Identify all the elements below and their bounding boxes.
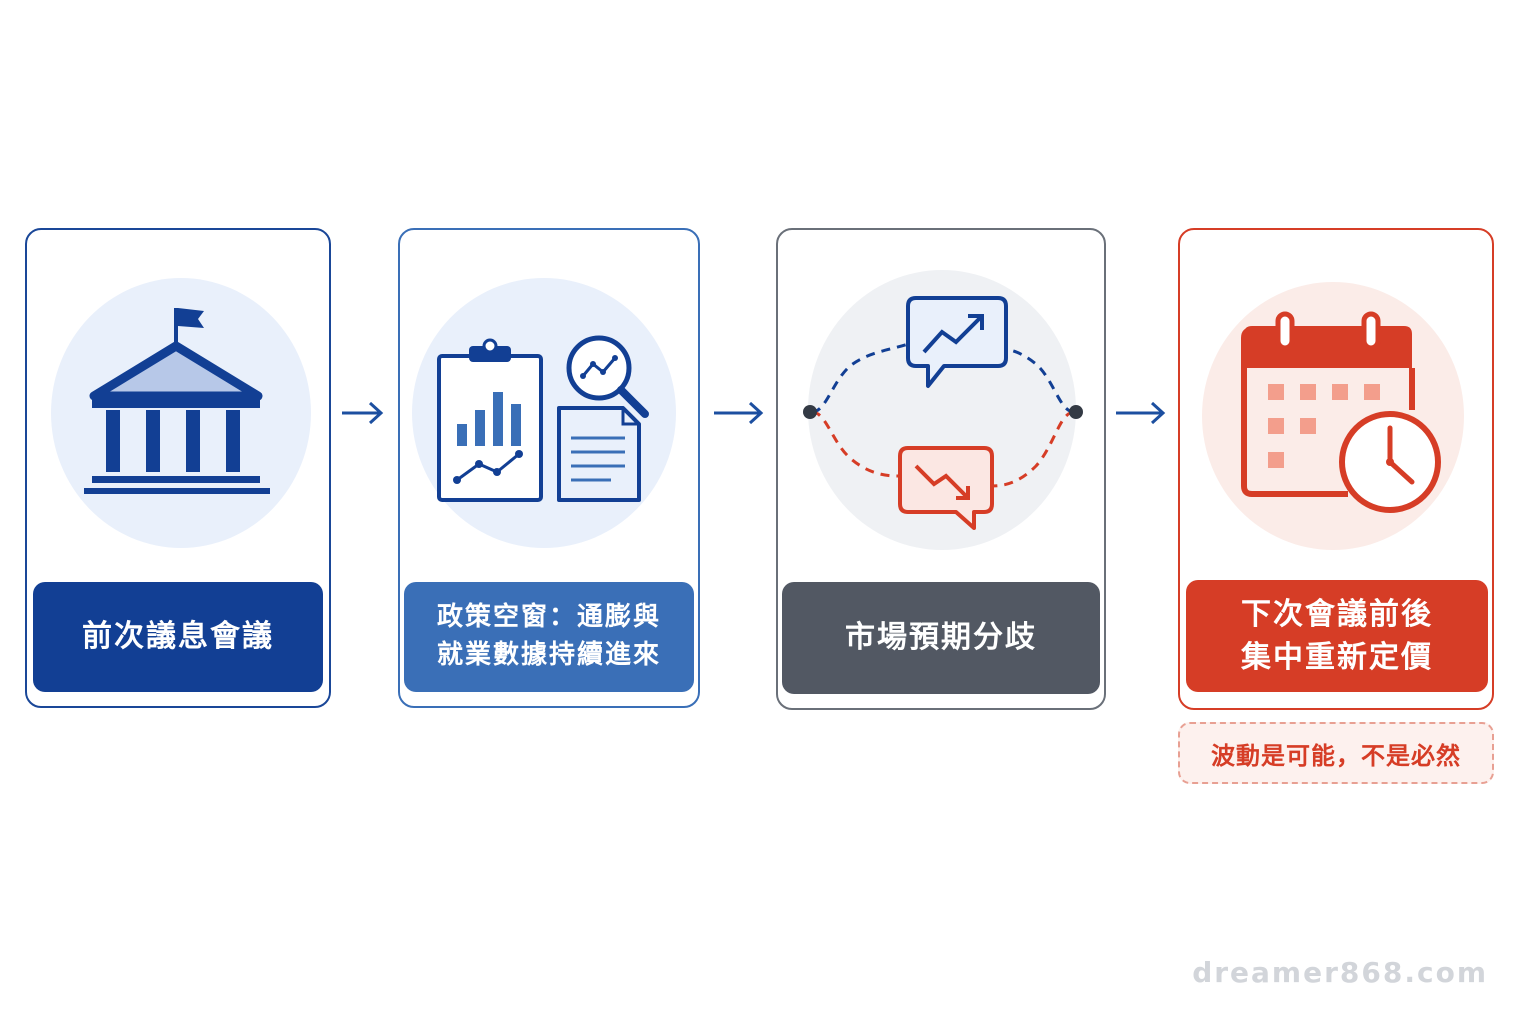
step-label-line: 下次會議前後: [1241, 596, 1433, 632]
step-label-line: 集中重新定價: [1241, 640, 1433, 675]
step-label-4: 下次會議前後 集中重新定價: [1186, 580, 1488, 692]
step-label-2: 政策空窗：通膨與 就業數據持續進來: [404, 582, 694, 692]
step-label-line: 就業數據持續進來: [436, 640, 661, 670]
diverging-expectations-icon: [803, 296, 1083, 530]
step-label-1: 前次議息會議: [33, 582, 323, 692]
arrow-right-icon: [714, 401, 764, 425]
watermark: dreamer868.com: [1192, 956, 1488, 989]
step-card-1: 前次議息會議: [25, 228, 331, 708]
arrow-right-icon: [1116, 401, 1166, 425]
step-label-3: 市場預期分歧: [782, 582, 1100, 694]
arrow-right-icon: [342, 401, 384, 425]
step-card-4: 下次會議前後 集中重新定價: [1178, 228, 1494, 710]
step-card-3: 市場預期分歧: [776, 228, 1106, 710]
government-building-icon: [84, 308, 270, 494]
volatility-note: 波動是可能，不是必然: [1178, 722, 1494, 784]
step-label-line: 市場預期分歧: [845, 619, 1037, 655]
data-report-icon: [437, 335, 649, 502]
calendar-clock-icon: [1241, 311, 1441, 513]
step-label-line: 前次議息會議: [82, 618, 274, 654]
step-label-line: 政策空窗：通膨與: [436, 602, 661, 633]
step-card-2: 政策空窗：通膨與 就業數據持續進來: [398, 228, 700, 708]
